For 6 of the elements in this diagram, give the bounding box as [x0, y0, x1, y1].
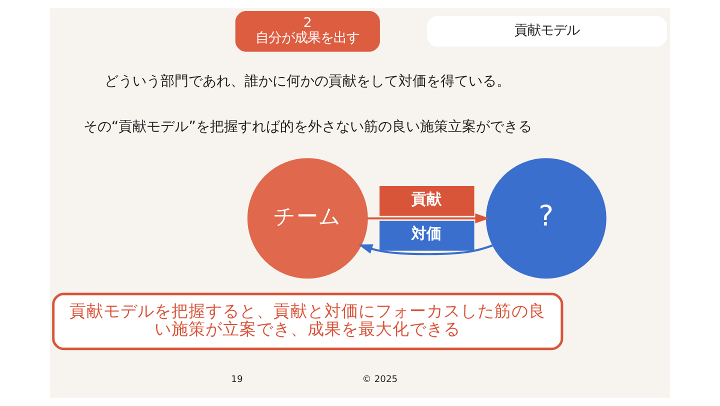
- label: 19: [231, 374, 243, 385]
- edge-label: 貢献: [412, 190, 442, 208]
- label: © 2025: [362, 374, 398, 385]
- edge-label: 対価: [412, 224, 442, 243]
- label: どういう部門であれ、誰かに何かの貢献をして対価を得ている。: [104, 73, 511, 90]
- label: その“貢献モデル”を把握すれば的を外さない筋の良い施策立案ができる: [83, 119, 532, 136]
